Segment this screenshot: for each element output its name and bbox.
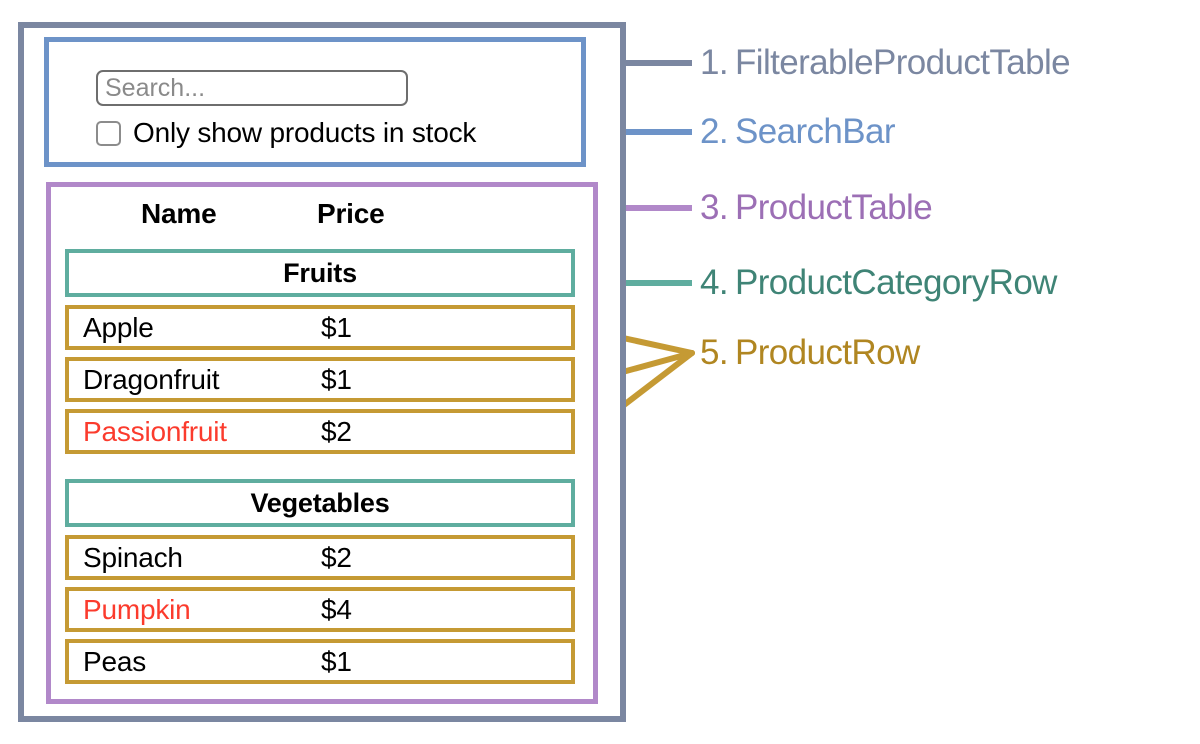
annotation-number: 4.: [700, 263, 729, 302]
annotation-label: ProductRow: [735, 333, 920, 372]
annotation-product-table: 3.ProductTable: [700, 188, 933, 228]
table-header-row: Name Price: [65, 191, 575, 237]
in-stock-filter-row[interactable]: Only show products in stock: [96, 117, 476, 149]
product-price: $1: [321, 645, 352, 677]
annotation-product-row: 5.ProductRow: [700, 333, 920, 373]
column-header-price: Price: [317, 198, 385, 229]
annotation-number: 3.: [700, 188, 729, 227]
annotation-label: ProductCategoryRow: [735, 263, 1057, 302]
product-price: $2: [321, 541, 352, 573]
annotation-label: FilterableProductTable: [735, 43, 1071, 82]
product-row[interactable]: Pumpkin $4: [65, 587, 575, 632]
product-price: $4: [321, 593, 352, 625]
product-row[interactable]: Apple $1: [65, 305, 575, 350]
product-category-row: Vegetables: [65, 479, 575, 527]
search-input[interactable]: [96, 70, 408, 106]
annotation-number: 2.: [700, 112, 729, 151]
product-price: $1: [321, 363, 352, 395]
product-category-title: Fruits: [283, 257, 357, 288]
product-category-title: Vegetables: [250, 487, 390, 518]
product-price: $1: [321, 311, 352, 343]
annotation-filterable-product-table: 1.FilterableProductTable: [700, 43, 1071, 83]
column-header-name: Name: [141, 198, 217, 229]
annotation-product-category-row: 4.ProductCategoryRow: [700, 263, 1057, 303]
product-name: Pumpkin: [83, 593, 191, 625]
product-row[interactable]: Spinach $2: [65, 535, 575, 580]
product-table-container: Name Price Fruits Apple $1 Dragonfruit $…: [46, 182, 598, 704]
product-row[interactable]: Passionfruit $2: [65, 409, 575, 454]
search-bar-container: Only show products in stock: [44, 37, 586, 167]
product-category-row: Fruits: [65, 249, 575, 297]
product-name: Apple: [83, 311, 154, 343]
annotation-label: ProductTable: [735, 188, 933, 227]
product-price: $2: [321, 415, 352, 447]
product-name: Peas: [83, 645, 147, 677]
annotation-number: 1.: [700, 43, 729, 82]
annotation-label: SearchBar: [735, 112, 896, 151]
filterable-product-table-container: Only show products in stock Name Price F…: [18, 22, 626, 722]
annotation-search-bar: 2.SearchBar: [700, 112, 896, 152]
product-name: Passionfruit: [83, 415, 227, 447]
product-name: Spinach: [83, 541, 183, 573]
product-name: Dragonfruit: [83, 363, 220, 395]
only-in-stock-checkbox[interactable]: [96, 120, 121, 146]
only-in-stock-label: Only show products in stock: [133, 117, 477, 148]
annotation-number: 5.: [700, 333, 729, 372]
product-row[interactable]: Peas $1: [65, 639, 575, 684]
product-row[interactable]: Dragonfruit $1: [65, 357, 575, 402]
